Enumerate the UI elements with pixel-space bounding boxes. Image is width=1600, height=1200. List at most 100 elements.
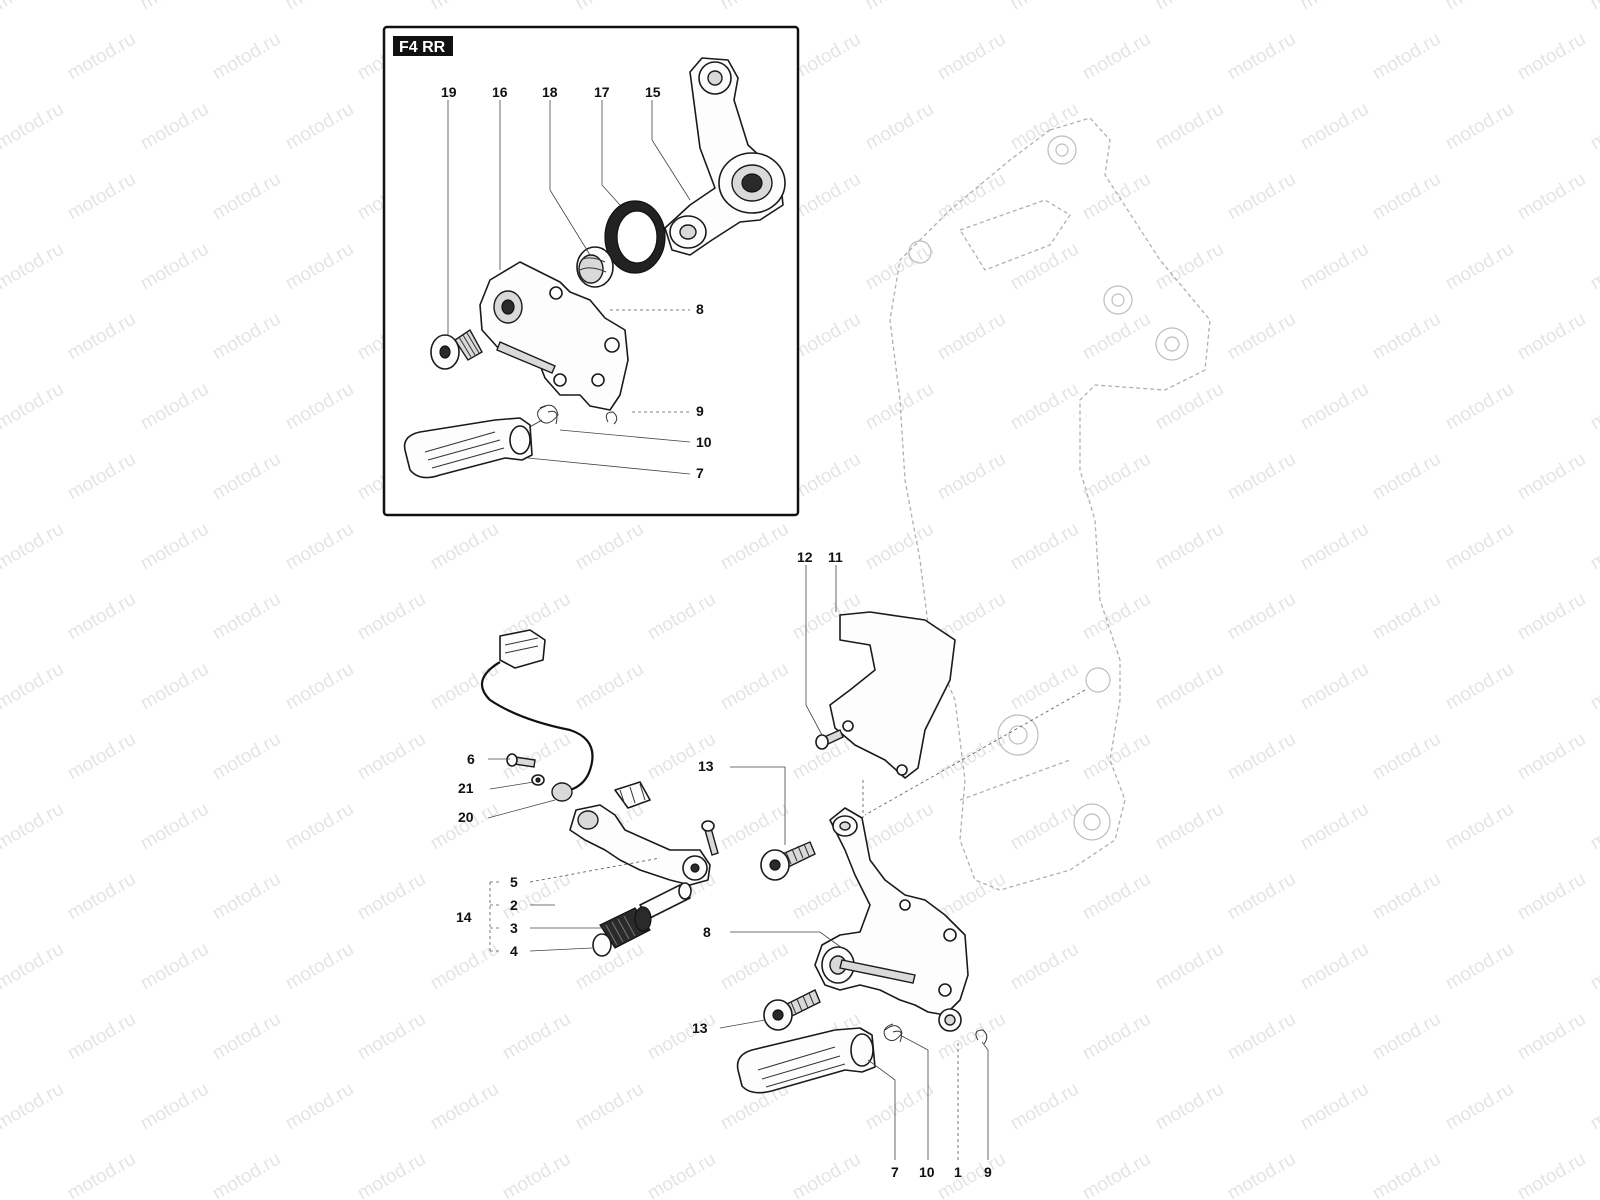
callout-18: 18 <box>542 84 558 100</box>
watermark-text: motod.ru <box>1442 799 1517 855</box>
watermark-text: motod.ru <box>282 1079 357 1135</box>
watermark-text: motod.ru <box>1587 379 1600 435</box>
watermark-text: motod.ru <box>1007 1079 1082 1135</box>
leader-17b <box>601 184 621 206</box>
watermark-text: motod.ru <box>1152 0 1227 14</box>
callout-11: 11 <box>828 549 843 565</box>
watermark-text: motod.ru <box>572 659 647 715</box>
leader-8 <box>730 931 843 949</box>
watermark-text: motod.ru <box>354 1149 429 1200</box>
sensor-wire <box>480 661 594 792</box>
leader-12 <box>805 565 823 736</box>
watermark-text: motod.ru <box>1007 799 1082 855</box>
watermark-text: motod.ru <box>1442 0 1517 14</box>
watermark-text: motod.ru <box>0 239 67 295</box>
watermark-text: motod.ru <box>1442 239 1517 295</box>
inset-part-17-washer <box>604 200 666 274</box>
watermark-text: motod.ru <box>1369 729 1444 785</box>
watermark-text: motod.ru <box>137 939 212 995</box>
part-8-footrest-bracket <box>814 807 969 1032</box>
watermark-text: motod.ru <box>209 1009 284 1065</box>
part-9-clip <box>975 1029 988 1045</box>
watermark-text: motod.ru <box>282 379 357 435</box>
inset-part-9-clip <box>605 411 618 425</box>
watermark-text: motod.ru <box>0 519 67 575</box>
leader-14-bracket <box>489 881 502 952</box>
watermark-text: motod.ru <box>789 169 864 225</box>
part-6-bolt <box>506 753 536 768</box>
watermark-text: motod.ru <box>1079 169 1154 225</box>
watermark-text: motod.ru <box>1079 729 1154 785</box>
inset-part-15-linkage-arm <box>664 57 786 256</box>
part-3-rubber-sleeve <box>599 906 652 949</box>
watermark-text: motod.ru <box>1297 1079 1372 1135</box>
watermark-text: motod.ru <box>1587 519 1600 575</box>
watermark-text: motod.ru <box>1079 449 1154 505</box>
callout-4: 4 <box>510 943 518 959</box>
watermark-text: motod.ru <box>1369 869 1444 925</box>
watermark-text: motod.ru <box>1224 29 1299 85</box>
f4rr-inset-panel: F4 RR <box>382 25 800 517</box>
part-4-end-cap <box>592 933 612 957</box>
callout-7: 7 <box>891 1164 899 1180</box>
watermark-text: motod.ru <box>1369 1009 1444 1065</box>
watermark-text: motod.ru <box>1007 379 1082 435</box>
watermark-text: motod.ru <box>0 99 67 155</box>
watermark-text: motod.ru <box>1297 99 1372 155</box>
leader-9 <box>981 1041 989 1160</box>
leader-10 <box>899 1034 929 1160</box>
watermark-text: motod.ru <box>64 589 139 645</box>
part-13-bolt-top <box>760 841 816 881</box>
watermark-text: motod.ru <box>209 1149 284 1200</box>
leader-13-top <box>730 766 786 845</box>
watermark-text: motod.ru <box>1514 169 1589 225</box>
part-20-sensor <box>551 782 573 802</box>
watermark-text: motod.ru <box>1224 1149 1299 1200</box>
watermark-text: motod.ru <box>1079 29 1154 85</box>
watermark-text: motod.ru <box>1369 309 1444 365</box>
watermark-text: motod.ru <box>1587 939 1600 995</box>
watermark-text: motod.ru <box>1442 99 1517 155</box>
watermark-text: motod.ru <box>862 0 937 14</box>
watermark-text: motod.ru <box>1442 939 1517 995</box>
callout-16: 16 <box>492 84 508 100</box>
sensor-connector <box>499 629 546 669</box>
watermark-text: motod.ru <box>1369 589 1444 645</box>
watermark-text: motod.ru <box>1514 869 1589 925</box>
watermark-text: motod.ru <box>1079 589 1154 645</box>
watermark-text: motod.ru <box>1007 239 1082 295</box>
part-11-heel-guard <box>829 611 956 779</box>
watermark-text: motod.ru <box>1297 0 1372 14</box>
watermark-text: motod.ru <box>1007 0 1082 14</box>
watermark-text: motod.ru <box>1297 519 1372 575</box>
watermark-text: motod.ru <box>1224 1009 1299 1065</box>
watermark-text: motod.ru <box>354 729 429 785</box>
leader-15b <box>651 139 691 201</box>
watermark-text: motod.ru <box>209 29 284 85</box>
callout-inset-7: 7 <box>696 465 704 481</box>
watermark-text: motod.ru <box>427 519 502 575</box>
part-gear-shift-lever <box>569 781 711 886</box>
callout-21: 21 <box>458 780 474 796</box>
watermark-text: motod.ru <box>209 589 284 645</box>
watermark-text: motod.ru <box>282 519 357 575</box>
watermark-text: motod.ru <box>137 1079 212 1135</box>
watermark-text: motod.ru <box>64 1009 139 1065</box>
inset-tag-label: F4 RR <box>399 39 446 56</box>
watermark-text: motod.ru <box>572 0 647 14</box>
watermark-text: motod.ru <box>0 1079 67 1135</box>
watermark-text: motod.ru <box>1369 449 1444 505</box>
part-10-spring <box>883 1023 903 1043</box>
watermark-text: motod.ru <box>789 309 864 365</box>
watermark-text: motod.ru <box>717 799 792 855</box>
part-21-washer <box>531 774 545 786</box>
watermark-text: motod.ru <box>1152 379 1227 435</box>
watermark-text: motod.ru <box>1224 309 1299 365</box>
watermark-text: motod.ru <box>1152 519 1227 575</box>
callout-19: 19 <box>441 84 457 100</box>
watermark-text: motod.ru <box>1297 379 1372 435</box>
callout-10: 10 <box>919 1164 935 1180</box>
callout-13-bottom: 13 <box>692 1020 708 1036</box>
watermark-text: motod.ru <box>862 519 937 575</box>
watermark-text: motod.ru <box>1514 1009 1589 1065</box>
